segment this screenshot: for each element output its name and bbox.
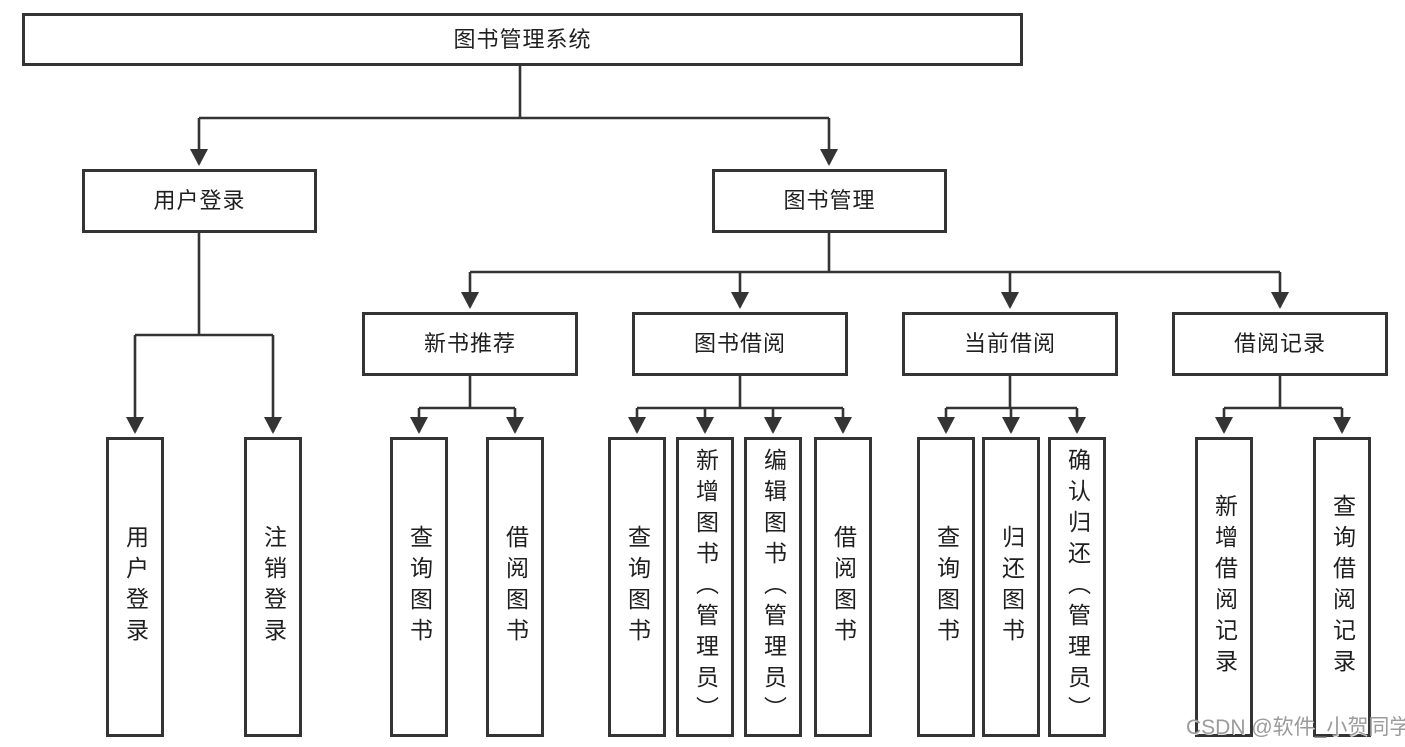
node-label: 确认归还（管理员） [1064, 447, 1091, 727]
leaf-borrow-books-borrowing: 借阅图书 [814, 437, 872, 737]
leaf-add-books-admin: 新增图书（管理员） [676, 437, 734, 737]
node-label: 查询图书 [624, 525, 651, 649]
leaf-user-login: 用户登录 [106, 437, 164, 737]
node-user-login: 用户登录 [82, 169, 317, 233]
leaf-borrow-books-recommend: 借阅图书 [486, 437, 544, 737]
node-new-book-recommendation: 新书推荐 [362, 312, 578, 376]
leaf-confirm-return-admin: 确认归还（管理员） [1048, 437, 1106, 737]
node-borrowing-records: 借阅记录 [1172, 312, 1388, 376]
leaf-add-borrow-record: 新增借阅记录 [1195, 437, 1253, 737]
node-label: 新增图书（管理员） [692, 447, 719, 727]
node-label: 查询借阅记录 [1329, 494, 1356, 680]
leaf-query-books-recommend: 查询图书 [390, 437, 448, 737]
leaf-query-books-borrowing: 查询图书 [608, 437, 666, 737]
node-book-management: 图书管理 [712, 169, 947, 233]
leaf-query-books-current: 查询图书 [917, 437, 975, 737]
node-label: 归还图书 [998, 525, 1025, 649]
node-current-borrowing: 当前借阅 [902, 312, 1118, 376]
node-label: 借阅图书 [502, 525, 529, 649]
node-label: 当前借阅 [963, 331, 1056, 356]
leaf-edit-books-admin: 编辑图书（管理员） [744, 437, 802, 737]
node-label: 查询图书 [406, 525, 433, 649]
leaf-query-borrow-record: 查询借阅记录 [1313, 437, 1371, 737]
node-label: 图书管理系统 [453, 26, 592, 52]
node-label: 新增借阅记录 [1211, 494, 1238, 680]
node-label: 注销登录 [260, 525, 287, 649]
node-book-borrowing: 图书借阅 [632, 312, 848, 376]
leaf-return-books: 归还图书 [982, 437, 1040, 737]
node-label: 查询图书 [933, 525, 960, 649]
node-label: 图书借阅 [693, 331, 786, 356]
node-label: 借阅图书 [830, 525, 857, 649]
node-label: 用户登录 [153, 188, 246, 213]
leaf-logout: 注销登录 [244, 437, 302, 737]
node-label: 编辑图书（管理员） [760, 447, 787, 727]
node-label: 借阅记录 [1233, 331, 1326, 356]
node-label: 新书推荐 [423, 331, 516, 356]
node-library-management-system: 图书管理系统 [22, 13, 1023, 66]
node-label: 用户登录 [122, 525, 149, 649]
node-label: 图书管理 [783, 188, 876, 213]
csdn-watermark: CSDN @软件_小贺同学 [1186, 716, 1405, 739]
